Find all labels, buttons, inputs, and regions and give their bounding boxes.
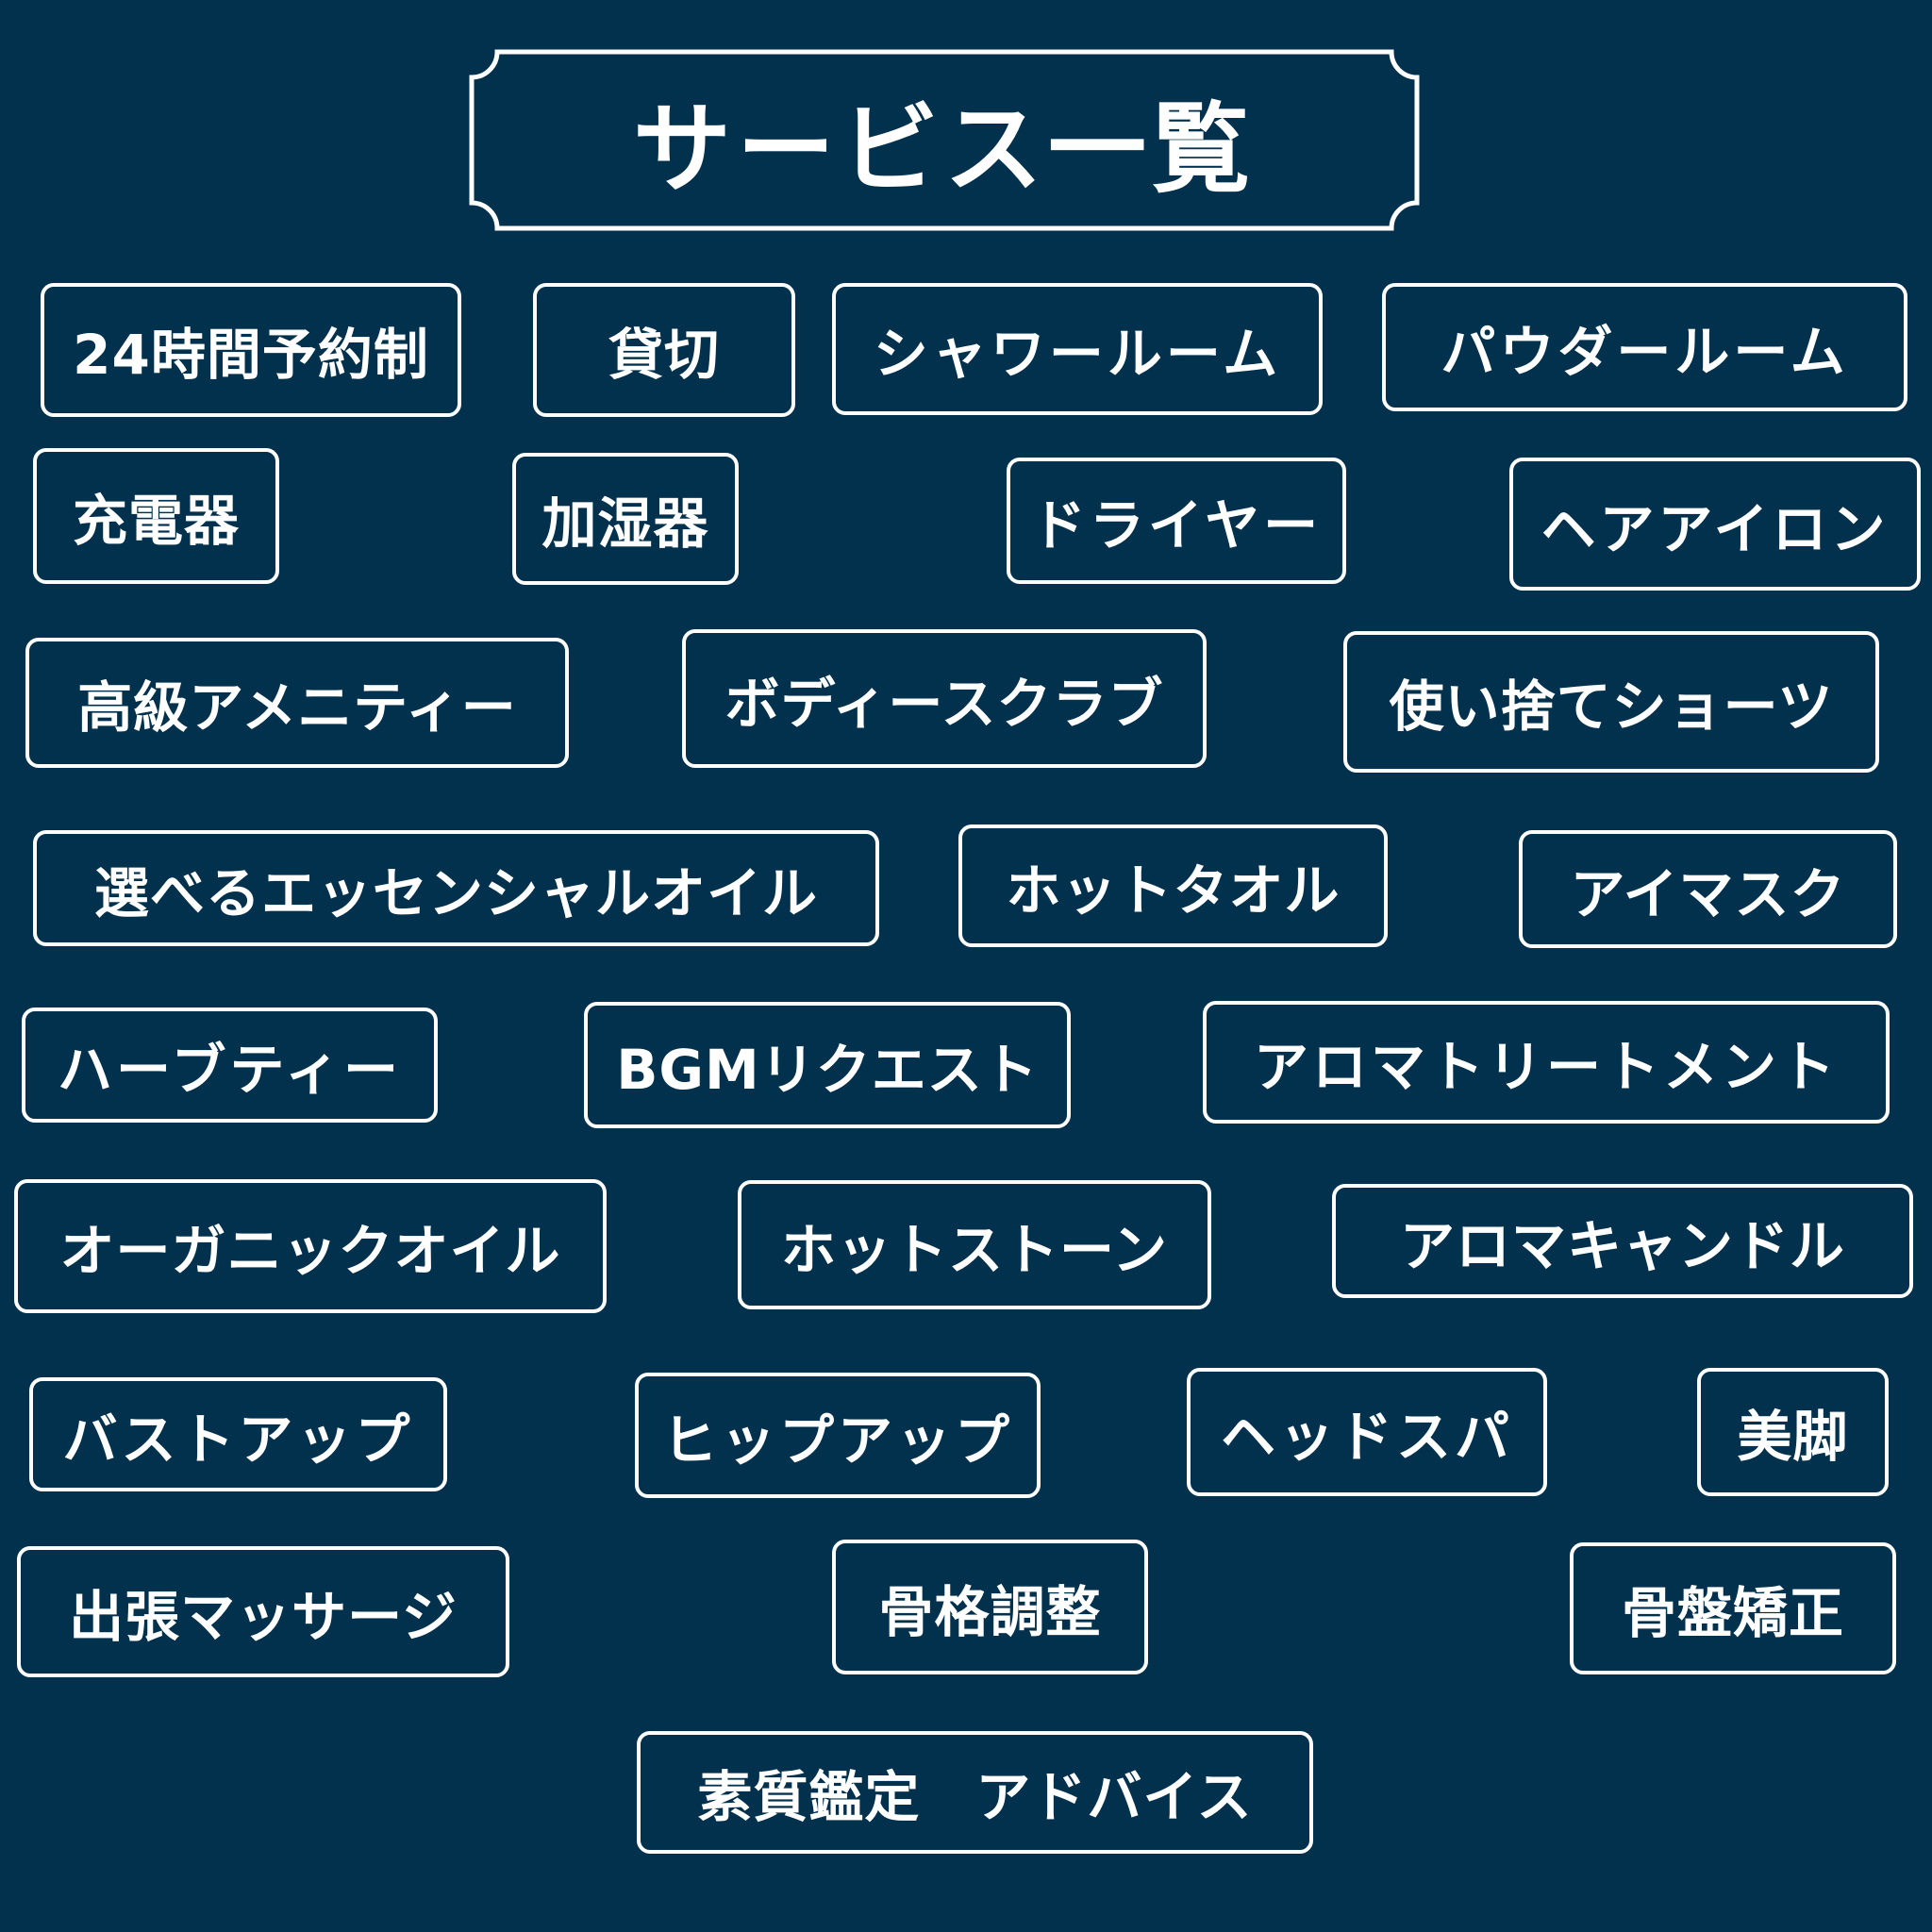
service-tag-pelvic-correction: 骨盤矯正 (1570, 1542, 1896, 1674)
service-tag-private-booking: 貸切 (533, 283, 795, 417)
service-tag-head-spa: ヘッドスパ (1187, 1368, 1547, 1496)
service-tag-dryer: ドライヤー (1007, 458, 1346, 584)
service-tag-charger: 充電器 (33, 448, 279, 584)
service-tag-bust-up: バストアップ (29, 1377, 447, 1491)
service-tag-aroma-candle: アロマキャンドル (1332, 1184, 1913, 1298)
service-tag-beautiful-legs: 美脚 (1697, 1368, 1889, 1496)
service-tag-hair-iron: ヘアアイロン (1509, 458, 1921, 591)
service-tag-essential-oils: 選べるエッセンシャルオイル (33, 830, 879, 946)
service-tag-powder-room: パウダールーム (1382, 283, 1907, 411)
page-title: サービス一覧 (632, 92, 1256, 207)
service-tag-body-scrub: ボディースクラブ (682, 629, 1207, 768)
service-tag-mobile-massage: 出張マッサージ (17, 1546, 509, 1677)
service-tag-luxury-amenities: 高級アメニティー (25, 638, 569, 768)
title-frame-border (469, 49, 1420, 231)
service-tag-24h-reservation: 24時間予約制 (41, 283, 461, 417)
service-tag-aptitude-advice: 素質鑑定 アドバイス (637, 1731, 1313, 1854)
title-banner: サービス一覧 (469, 49, 1420, 231)
service-tag-herbal-tea: ハーブティー (22, 1008, 438, 1123)
service-tag-bgm-request: BGMリクエスト (584, 1002, 1071, 1128)
service-tag-hip-up: ヒップアップ (635, 1373, 1041, 1498)
service-tag-shower-room: シャワールーム (832, 283, 1323, 415)
service-tag-humidifier: 加湿器 (512, 453, 739, 585)
service-tag-organic-oil: オーガニックオイル (14, 1179, 607, 1313)
service-tag-skeletal-adjustment: 骨格調整 (832, 1540, 1148, 1674)
service-tag-hot-towel: ホットタオル (958, 824, 1388, 947)
service-tag-disposable-shorts: 使い捨てショーツ (1343, 631, 1879, 773)
service-tag-eye-mask: アイマスク (1519, 830, 1897, 948)
service-tag-aroma-treatment: アロマトリートメント (1203, 1001, 1890, 1124)
service-tag-hot-stone: ホットストーン (738, 1180, 1211, 1309)
